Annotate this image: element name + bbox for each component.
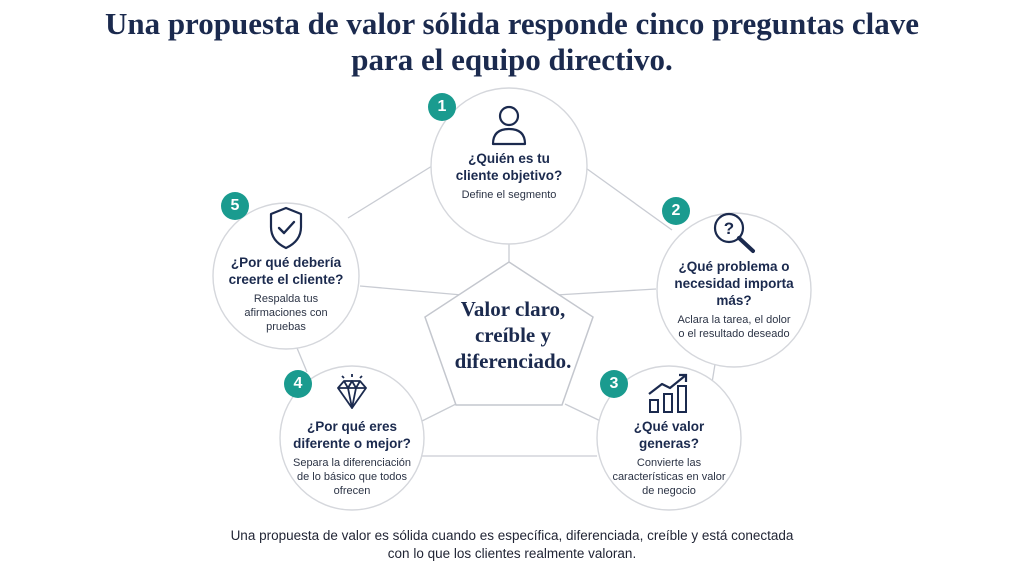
node-circle-4 <box>279 365 425 511</box>
node-4-description-line: ofrecen <box>333 485 371 497</box>
node-circle-2 <box>656 212 812 368</box>
page-title: Una propuesta de valor sólida responde c… <box>0 6 1024 78</box>
node-1-description-line: Define el segmento <box>461 189 557 201</box>
center-line-2: creíble y <box>474 323 551 347</box>
node-5-description-line: pruebas <box>266 321 306 333</box>
node-4-question: ¿Por qué eres diferente o mejor? <box>274 418 430 452</box>
node-5-question-line: ¿Por qué debería <box>230 255 342 270</box>
center-line-3: diferenciado. <box>454 349 572 373</box>
node-3-description: Convierte las características en valor d… <box>591 456 747 498</box>
node-1: ¿Quién es tu cliente objetivo? Define el… <box>431 104 587 202</box>
node-2-question-line: ¿Qué problema o <box>678 259 790 274</box>
node-2-question-line: necesidad importa más? <box>674 276 794 308</box>
title-line-2: para el equipo directivo. <box>351 42 673 77</box>
node-5-description-line: Respalda tus <box>253 293 319 305</box>
badge-1: 1 <box>428 93 456 121</box>
node-4-description-line: de lo básico que todos <box>296 471 408 483</box>
node-2-description: Aclara la tarea, el dolor o el resultado… <box>656 313 812 341</box>
shield-check-icon <box>269 206 303 250</box>
node-circle-5 <box>212 202 360 350</box>
footer-line-1: Una propuesta de valor es sólida cuando … <box>230 528 794 543</box>
badge-5: 5 <box>221 192 249 220</box>
node-2: ? ¿Qué problema o necesidad importa más?… <box>656 210 812 341</box>
node-3-question-line: ¿Qué valor <box>633 419 705 434</box>
node-3-description-line: Convierte las <box>636 457 702 469</box>
node-5: ¿Por qué debería creerte el cliente? Res… <box>208 206 364 334</box>
node-4-description-line: Separa la diferenciación <box>292 457 412 469</box>
node-3-question: ¿Qué valor generas? <box>591 418 747 452</box>
node-1-question-line: cliente objetivo? <box>455 168 563 183</box>
node-1-question-line: ¿Quién es tu <box>468 151 550 166</box>
spoke-5 <box>359 285 463 296</box>
node-1-question: ¿Quién es tu cliente objetivo? <box>431 150 587 184</box>
node-2-question: ¿Qué problema o necesidad importa más? <box>656 258 812 309</box>
footer-caption: Una propuesta de valor es sólida cuando … <box>0 527 1024 563</box>
outer-edge-4-5 <box>296 347 308 373</box>
center-line-1: Valor claro, <box>460 297 566 321</box>
node-5-question-line: creerte el cliente? <box>228 272 344 287</box>
node-4: ¿Por qué eres diferente o mejor? Separa … <box>274 374 430 498</box>
badge-4: 4 <box>284 370 312 398</box>
center-statement: Valor claro, creíble y diferenciado. <box>433 296 593 374</box>
user-icon <box>491 105 527 146</box>
outer-edge-1-2 <box>582 165 673 231</box>
node-1-description: Define el segmento <box>431 188 587 202</box>
node-3-question-line: generas? <box>638 436 700 451</box>
node-4-question-line: diferente o mejor? <box>293 436 411 451</box>
node-2-description-line: o el resultado deseado <box>678 328 790 340</box>
node-5-question: ¿Por qué debería creerte el cliente? <box>208 254 364 288</box>
node-4-question-line: ¿Por qué eres <box>306 419 398 434</box>
footer-line-2: con lo que los clientes realmente valora… <box>387 546 637 561</box>
badge-2: 2 <box>662 197 690 225</box>
title-line-1: Una propuesta de valor sólida responde c… <box>104 6 920 41</box>
node-3-description-line: de negocio <box>642 485 696 497</box>
growth-chart-icon <box>648 373 688 413</box>
node-3-description-line: características en valor <box>612 471 726 483</box>
badge-3: 3 <box>600 370 628 398</box>
question-magnifier-icon: ? <box>713 212 755 253</box>
node-2-description-line: Aclara la tarea, el dolor <box>677 314 791 326</box>
outer-edge-5-1 <box>347 165 433 219</box>
spoke-2 <box>555 288 657 296</box>
node-5-description: Respalda tus afirmaciones con pruebas <box>208 292 364 334</box>
node-4-description: Separa la diferenciación de lo básico qu… <box>274 456 430 498</box>
svg-text:?: ? <box>724 219 734 238</box>
node-circle-1 <box>430 87 588 245</box>
diamond-icon <box>337 374 367 409</box>
node-5-description-line: afirmaciones con <box>244 307 328 319</box>
node-circle-3 <box>596 365 742 511</box>
node-3: ¿Qué valor generas? Convierte las caract… <box>591 372 747 498</box>
center-pentagon <box>424 261 594 406</box>
